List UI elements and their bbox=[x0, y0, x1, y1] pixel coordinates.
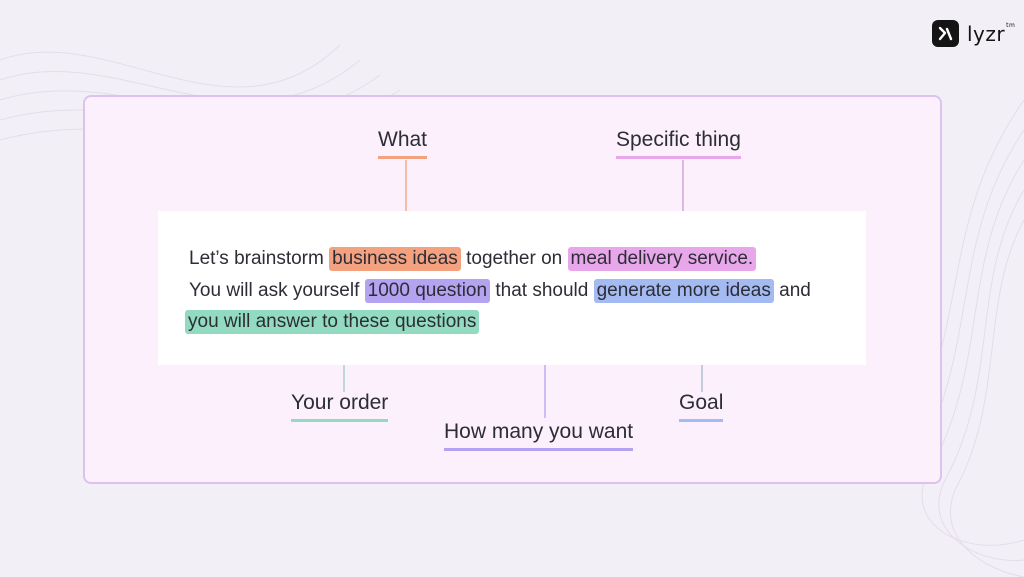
highlight-what: business ideas bbox=[329, 247, 461, 271]
prompt-line-2: You will ask yourself 1000 question that… bbox=[189, 278, 811, 303]
lyzr-logo-icon bbox=[932, 20, 959, 47]
prompt-line-1: Let’s brainstorm business ideas together… bbox=[189, 246, 757, 271]
highlight-specific-thing: meal delivery service. bbox=[567, 247, 757, 271]
label-what: What bbox=[378, 128, 428, 159]
prompt-line-3: you will answer to these questions bbox=[185, 309, 480, 334]
prompt-text: and bbox=[779, 280, 811, 301]
prompt-text: Let’s brainstorm bbox=[189, 248, 324, 269]
highlight-your-order: you will answer to these questions bbox=[185, 310, 480, 334]
label-your-order: Your order bbox=[291, 391, 389, 422]
brand-logo: lyzrtm bbox=[932, 20, 1015, 47]
label-goal: Goal bbox=[679, 391, 724, 422]
label-specific-thing: Specific thing bbox=[616, 128, 741, 159]
brand-name: lyzrtm bbox=[967, 21, 1016, 46]
highlight-how-many: 1000 question bbox=[364, 279, 491, 303]
prompt-text: You will ask yourself bbox=[189, 280, 360, 301]
highlight-goal: generate more ideas bbox=[593, 279, 774, 303]
prompt-text: that should bbox=[495, 280, 589, 301]
label-how-many-you-want: How many you want bbox=[444, 420, 634, 451]
prompt-text: together on bbox=[466, 248, 563, 269]
